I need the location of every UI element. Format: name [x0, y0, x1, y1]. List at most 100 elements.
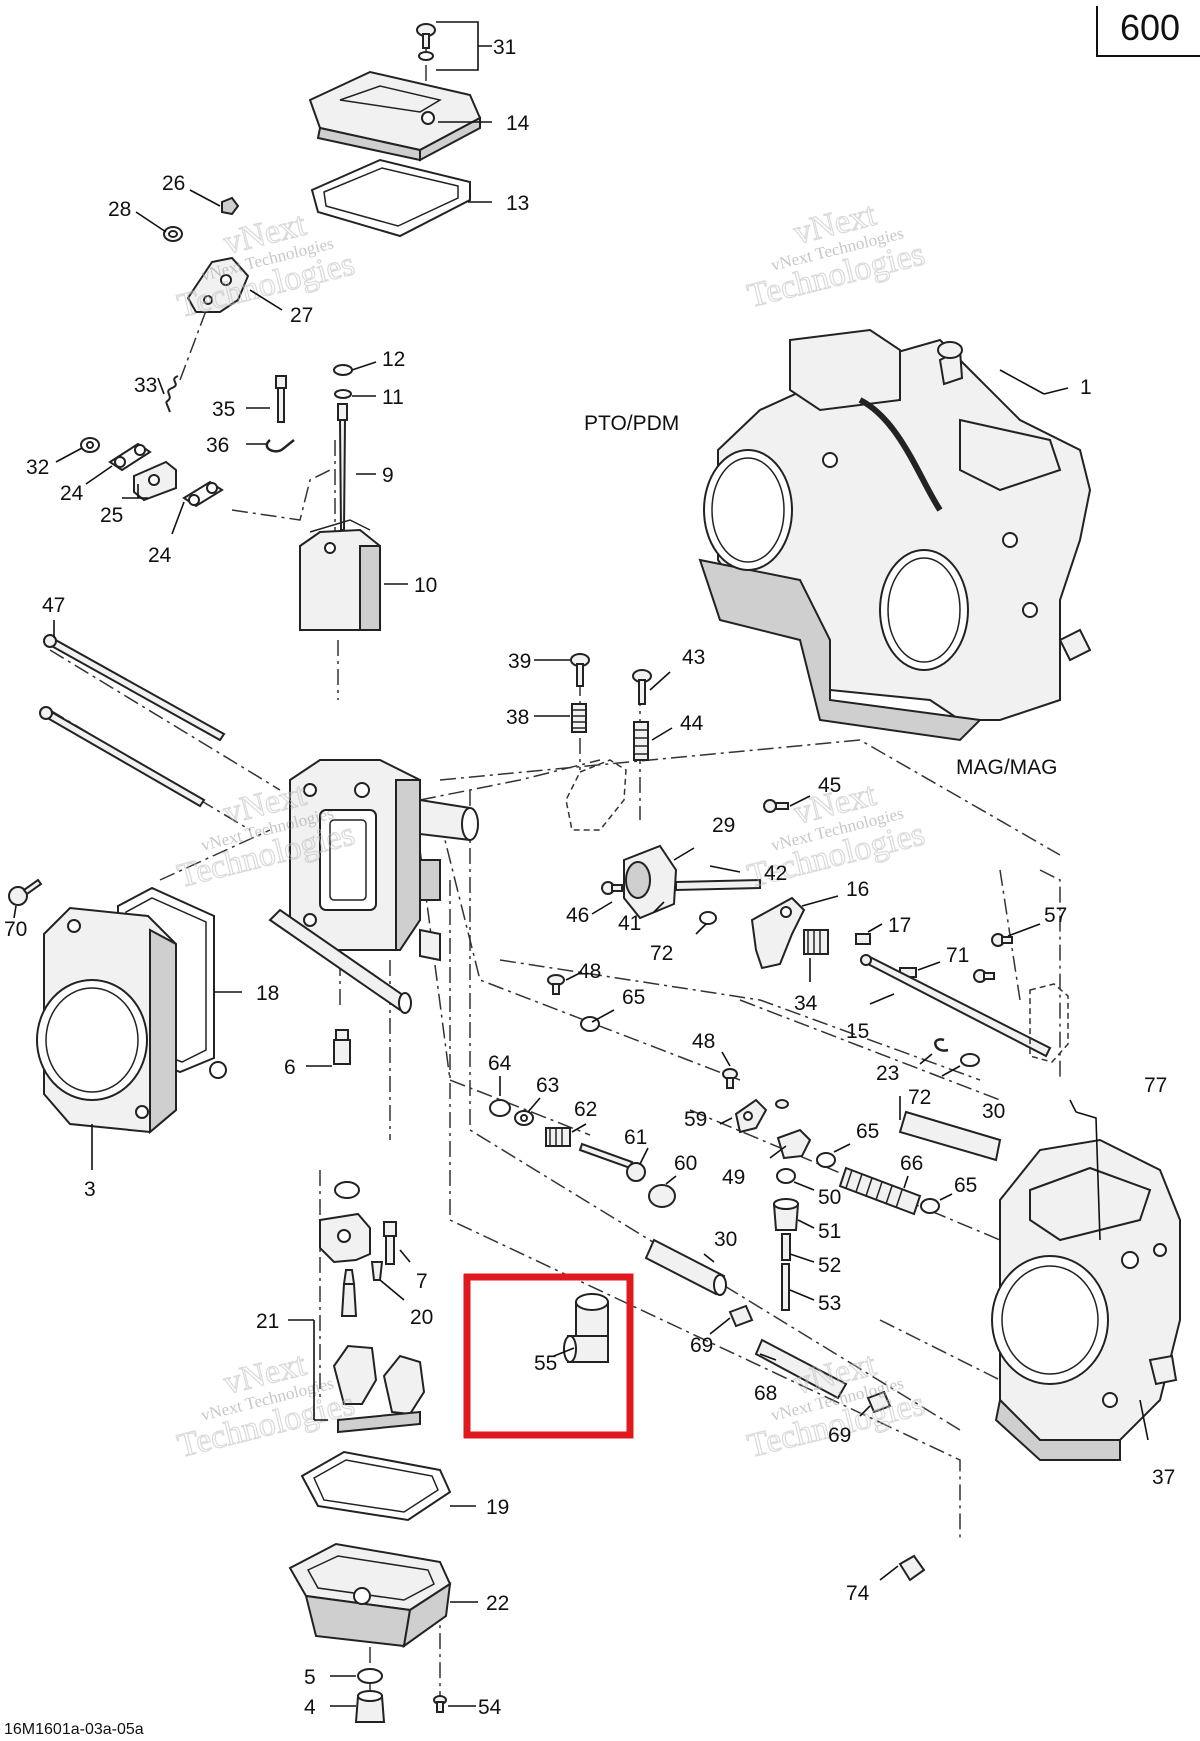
- float-bowl-cover-14: [308, 70, 482, 162]
- nut-26: [221, 196, 240, 216]
- clip-11: [334, 389, 352, 399]
- callout-14: 14: [506, 112, 530, 135]
- washer-72b: [960, 1053, 980, 1067]
- screw-49: [775, 1099, 789, 1109]
- bracket-dashed: [565, 759, 627, 831]
- intake-adapter-assembly: [8, 878, 227, 1135]
- clamp-69a: [728, 1304, 754, 1328]
- callout-34: 34: [794, 992, 818, 1015]
- jet-7: [383, 1221, 397, 1265]
- callout-65c: 65: [954, 1174, 977, 1197]
- screw-35: [275, 375, 287, 423]
- washer-72a: [699, 911, 717, 925]
- needle-valve-20: [370, 1261, 384, 1281]
- callout-68: 68: [754, 1382, 777, 1405]
- leader-lines: [13, 21, 1149, 1707]
- callout-21: 21: [256, 1310, 279, 1333]
- label-mag: MAG/MAG: [956, 756, 1058, 779]
- drain-plug-4: [354, 1690, 386, 1723]
- footer-reference: 16M1601a-03a-05a: [4, 1721, 144, 1738]
- callout-7: 7: [416, 1270, 428, 1293]
- callout-31: 31: [493, 36, 516, 59]
- callout-15: 15: [846, 1020, 869, 1043]
- screws-57: [973, 933, 1013, 983]
- callout-13: 13: [506, 192, 529, 215]
- lever-assembly: [163, 196, 250, 313]
- callout-5: 5: [304, 1666, 316, 1689]
- callout-20: 20: [410, 1306, 433, 1329]
- spring-62: [545, 1127, 571, 1147]
- callout-60: 60: [674, 1152, 697, 1175]
- callout-24b: 24: [148, 544, 172, 567]
- drum-29: [623, 844, 678, 920]
- washer-28: [163, 226, 183, 242]
- callout-37: 37: [1152, 1466, 1175, 1489]
- callout-4: 4: [304, 1696, 316, 1719]
- clip-32: [80, 437, 100, 453]
- callout-45: 45: [818, 774, 841, 797]
- throttle-slide-10: [299, 519, 381, 631]
- intake-adapter-3: [36, 906, 177, 1135]
- callout-16: 16: [846, 878, 869, 901]
- callout-22: 22: [486, 1592, 509, 1615]
- screw-70: [8, 878, 43, 906]
- callout-35: 35: [212, 398, 235, 421]
- callout-55: 55: [534, 1352, 557, 1375]
- washer-64: [489, 1099, 511, 1117]
- o-ring-5: [357, 1668, 383, 1684]
- bracket-dashed-right: [1029, 983, 1069, 1063]
- callout-30b: 30: [714, 1228, 737, 1251]
- callout-numbers: 31 14 13 26 28 27 33 35 12 11 36 9 32 24…: [4, 36, 1175, 1719]
- highlight-part-55[interactable]: [463, 1273, 634, 1439]
- spring-33: [165, 375, 179, 413]
- washer-65c: [920, 1198, 940, 1214]
- screw-48b: [722, 1068, 738, 1089]
- page-number: 600: [1120, 7, 1180, 48]
- gasket-13: [310, 158, 471, 238]
- callout-30a: 30: [982, 1100, 1005, 1123]
- spring-44: [633, 721, 649, 761]
- callout-29: 29: [712, 814, 735, 837]
- top-cover-assembly: [308, 23, 482, 238]
- needle-valve-small: [340, 1269, 358, 1317]
- callout-42: 42: [764, 862, 787, 885]
- hose-68: [754, 1338, 848, 1400]
- spring-38: [571, 703, 587, 733]
- callout-41: 41: [618, 912, 641, 935]
- callout-43: 43: [682, 646, 705, 669]
- callout-69a: 69: [690, 1334, 713, 1357]
- spacer-50: [776, 1168, 796, 1184]
- callout-26: 26: [162, 172, 185, 195]
- spring-66: [838, 1166, 922, 1216]
- screw-45: [763, 799, 789, 813]
- callout-46: 46: [566, 904, 589, 927]
- callout-53: 53: [818, 1292, 841, 1315]
- callout-47: 47: [42, 594, 65, 617]
- screw-31: [416, 23, 436, 61]
- block-25: [133, 460, 177, 502]
- washer-65b: [816, 1152, 836, 1168]
- callout-9: 9: [382, 464, 394, 487]
- cap-60: [648, 1184, 676, 1208]
- shaft-48a: [547, 974, 565, 995]
- callout-74: 74: [846, 1582, 870, 1605]
- section-labels: PTO/PDM MAG/MAG: [584, 412, 1058, 779]
- callout-11: 11: [382, 386, 404, 409]
- callout-52: 52: [818, 1254, 841, 1277]
- jet-6: [333, 1029, 351, 1065]
- carburetor-body-center: [268, 759, 479, 1014]
- rod-30b: [644, 1238, 727, 1296]
- callout-59: 59: [684, 1108, 707, 1131]
- screw-43: [632, 669, 652, 705]
- float-arm-bracket: [319, 1212, 371, 1264]
- washer-63: [514, 1110, 534, 1126]
- callout-25: 25: [100, 504, 123, 527]
- callout-17: 17: [888, 914, 911, 937]
- bracket-36: [265, 439, 295, 453]
- ring-top: [334, 1181, 360, 1199]
- callout-33: 33: [134, 374, 157, 397]
- callout-3: 3: [84, 1178, 96, 1201]
- clip-12: [333, 364, 353, 376]
- spring-34: [803, 929, 829, 955]
- callout-38: 38: [506, 706, 529, 729]
